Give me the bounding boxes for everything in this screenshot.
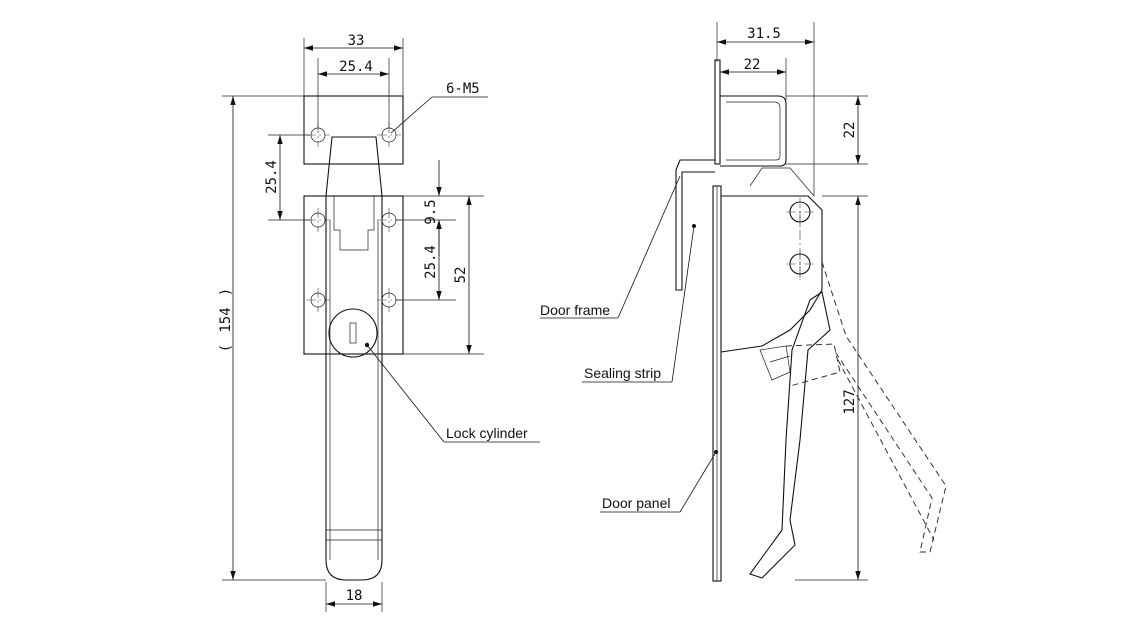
screw-note-leader — [390, 96, 433, 134]
dim-base-height: 52 — [453, 267, 469, 284]
dim-handle-height: 127 — [842, 389, 858, 414]
door-frame-label: Door frame — [540, 302, 610, 318]
dim-side-top-inner: 22 — [744, 57, 761, 73]
sealing-strip-leader — [671, 225, 695, 383]
dim-bracket-height: 22 — [842, 122, 858, 139]
dim-paren-open: ( — [218, 344, 234, 352]
lock-cylinder-leader — [366, 344, 445, 443]
door-frame-plate — [714, 59, 721, 165]
base-plate — [303, 195, 404, 355]
dim-hole-offset: 9.5 — [423, 199, 439, 224]
dim-left-hole-pitch: 25.4 — [264, 160, 280, 194]
dim-top-inner: 25.4 — [339, 59, 373, 75]
side-view: 31.5 22 22 127 Door frame Sealing strip … — [540, 22, 947, 582]
handle-slot — [333, 196, 375, 251]
door-frame — [675, 159, 715, 291]
handle-open-position — [821, 261, 947, 553]
dim-side-top-outer: 31.5 — [747, 26, 781, 42]
dim-paren-close: ) — [218, 288, 234, 296]
door-panel-leader — [679, 451, 717, 513]
dim-total-height: 154 — [218, 307, 234, 332]
front-view: 33 25.4 6-M5 ( 154 ) 25.4 9.5 25.4 52 — [218, 33, 540, 612]
handle-body — [325, 136, 383, 581]
handle-lever — [749, 291, 831, 579]
screw-note: 6-M5 — [446, 81, 480, 97]
top-bracket — [720, 95, 787, 167]
sealing-strip-label: Sealing strip — [584, 365, 661, 381]
dim-bottom-width: 18 — [346, 588, 363, 604]
top-mounting-plate — [303, 95, 404, 165]
lock-cylinder-label: Lock cylinder — [446, 425, 528, 441]
dim-lower-hole-pitch: 25.4 — [423, 245, 439, 279]
mounting-hole — [306, 288, 330, 312]
key-slot — [349, 322, 357, 344]
latch-body — [720, 195, 823, 353]
door-panel-label: Door panel — [602, 495, 671, 511]
dim-top-outer: 33 — [348, 33, 365, 49]
door-frame-leader — [617, 175, 681, 319]
lock-cylinder — [328, 308, 378, 358]
